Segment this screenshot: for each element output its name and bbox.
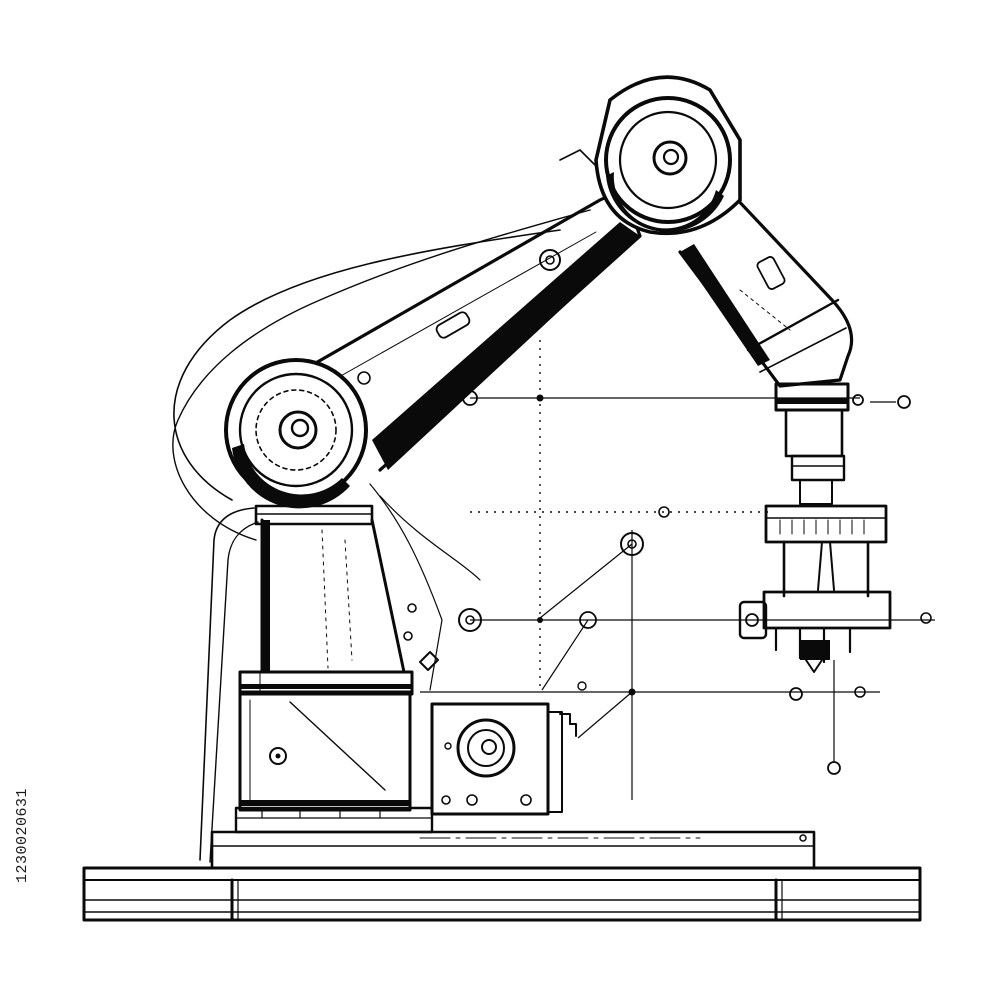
elbow-joint [594, 75, 742, 236]
gripper [738, 504, 892, 673]
column [254, 504, 439, 674]
wrist-assembly [774, 382, 850, 505]
stock-image-id: 1230020631 [14, 787, 31, 883]
base-housing [234, 690, 434, 834]
shoulder-joint [224, 358, 368, 509]
platform-base [82, 866, 922, 922]
dimension-guides [420, 340, 935, 800]
cable-bundle [172, 209, 591, 863]
mounting-plate [210, 830, 816, 870]
base-collar [238, 670, 414, 696]
motor-box [430, 702, 577, 816]
upper-arm [678, 158, 854, 388]
